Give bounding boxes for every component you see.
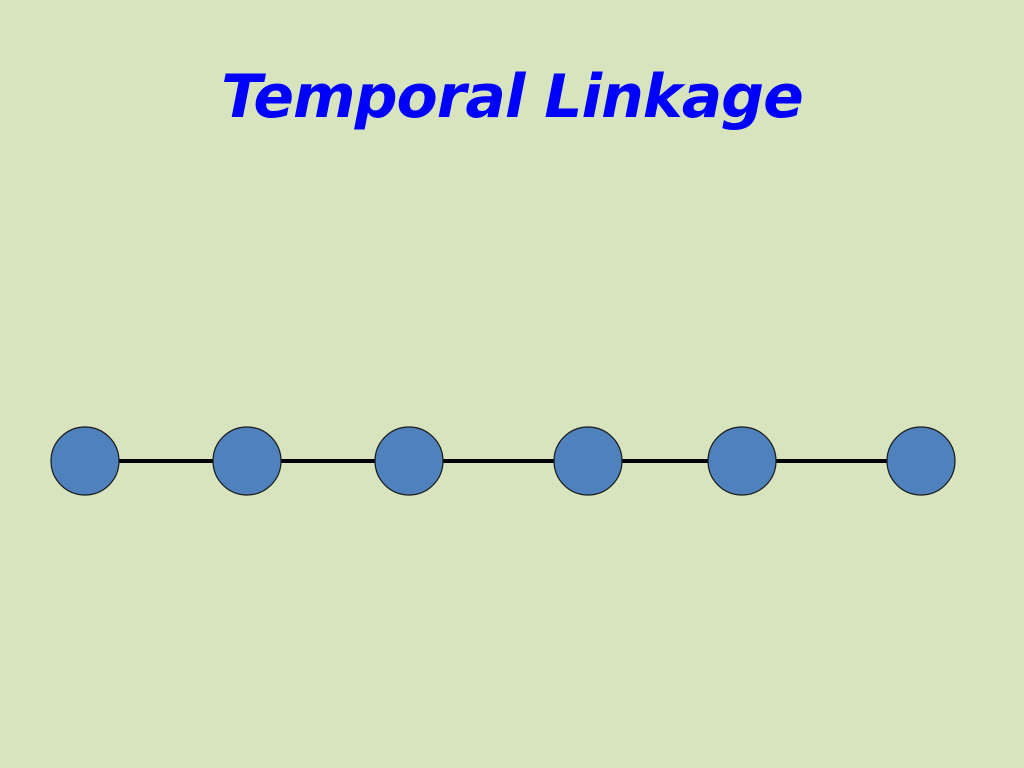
node-3 (374, 426, 444, 496)
nodes (50, 426, 956, 496)
slide-title: Temporal Linkage (221, 62, 804, 132)
node-6 (886, 426, 956, 496)
node-2 (212, 426, 282, 496)
node-5 (707, 426, 777, 496)
node-4 (553, 426, 623, 496)
node-1 (50, 426, 120, 496)
